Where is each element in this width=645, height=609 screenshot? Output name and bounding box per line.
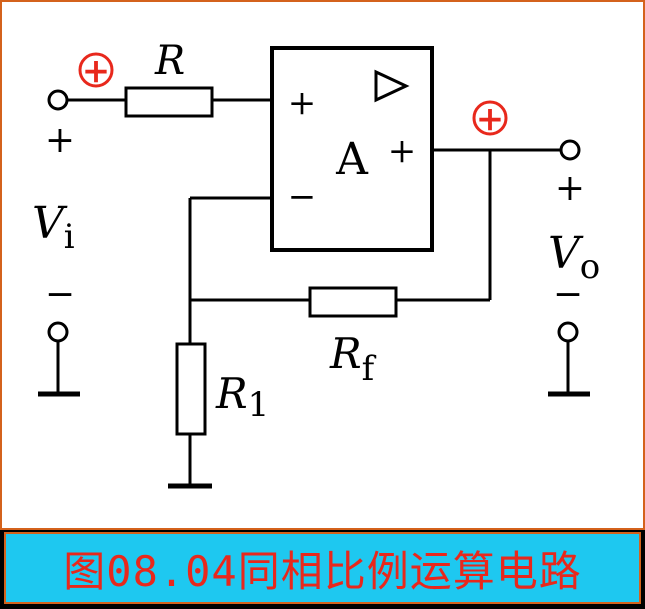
label-Vi-main: V	[32, 198, 68, 249]
terminal-input-top	[47, 89, 69, 111]
figure-caption: 图08.04同相比例运算电路	[63, 546, 582, 596]
label-R: R	[154, 38, 185, 84]
label-R1: R1	[215, 369, 269, 425]
label-Rf: Rf	[329, 329, 377, 389]
terminal-input-bottom	[47, 321, 69, 343]
label-in-plus: +	[45, 120, 75, 161]
caption-bar: 图08.04同相比例运算电路	[0, 530, 645, 609]
polarity-in-label: +	[82, 51, 111, 91]
label-R1-main: R	[215, 369, 248, 418]
amp-triangle-icon	[374, 69, 410, 103]
label-out-minus: −	[553, 274, 583, 315]
label-Vo-sub: o	[580, 247, 600, 287]
polarity-in-circle	[78, 52, 114, 88]
label-Rf-sub: f	[362, 349, 377, 389]
label-Vi: Vi	[32, 198, 75, 257]
label-Vi-sub: i	[64, 217, 75, 257]
label-Rf-main: R	[329, 329, 362, 378]
terminal-output-bottom	[557, 321, 579, 343]
resistor-R1	[175, 342, 207, 436]
label-Vo: Vo	[548, 228, 600, 287]
polarity-out-circle	[472, 100, 508, 136]
circuit-diagram: + + R A + − + + − + − Vi Vo Rf R1	[32, 38, 600, 489]
label-Vo-main: V	[548, 228, 584, 279]
circuit-canvas: + + R A + − + + − + − Vi Vo Rf R1	[0, 0, 645, 530]
label-in-minus: −	[45, 274, 75, 315]
label-R1-sub: 1	[248, 385, 270, 425]
label-amp-out-plus: +	[388, 131, 417, 171]
resistor-R	[124, 86, 214, 118]
polarity-out-label: +	[476, 99, 505, 139]
terminal-output-top	[559, 139, 581, 161]
label-amp-in-plus: +	[288, 83, 317, 123]
resistor-Rf	[308, 286, 398, 318]
caption-box: 图08.04同相比例运算电路	[4, 532, 641, 604]
label-amp: A	[335, 134, 369, 185]
label-out-plus: +	[555, 168, 585, 209]
label-amp-in-minus: −	[288, 177, 317, 217]
